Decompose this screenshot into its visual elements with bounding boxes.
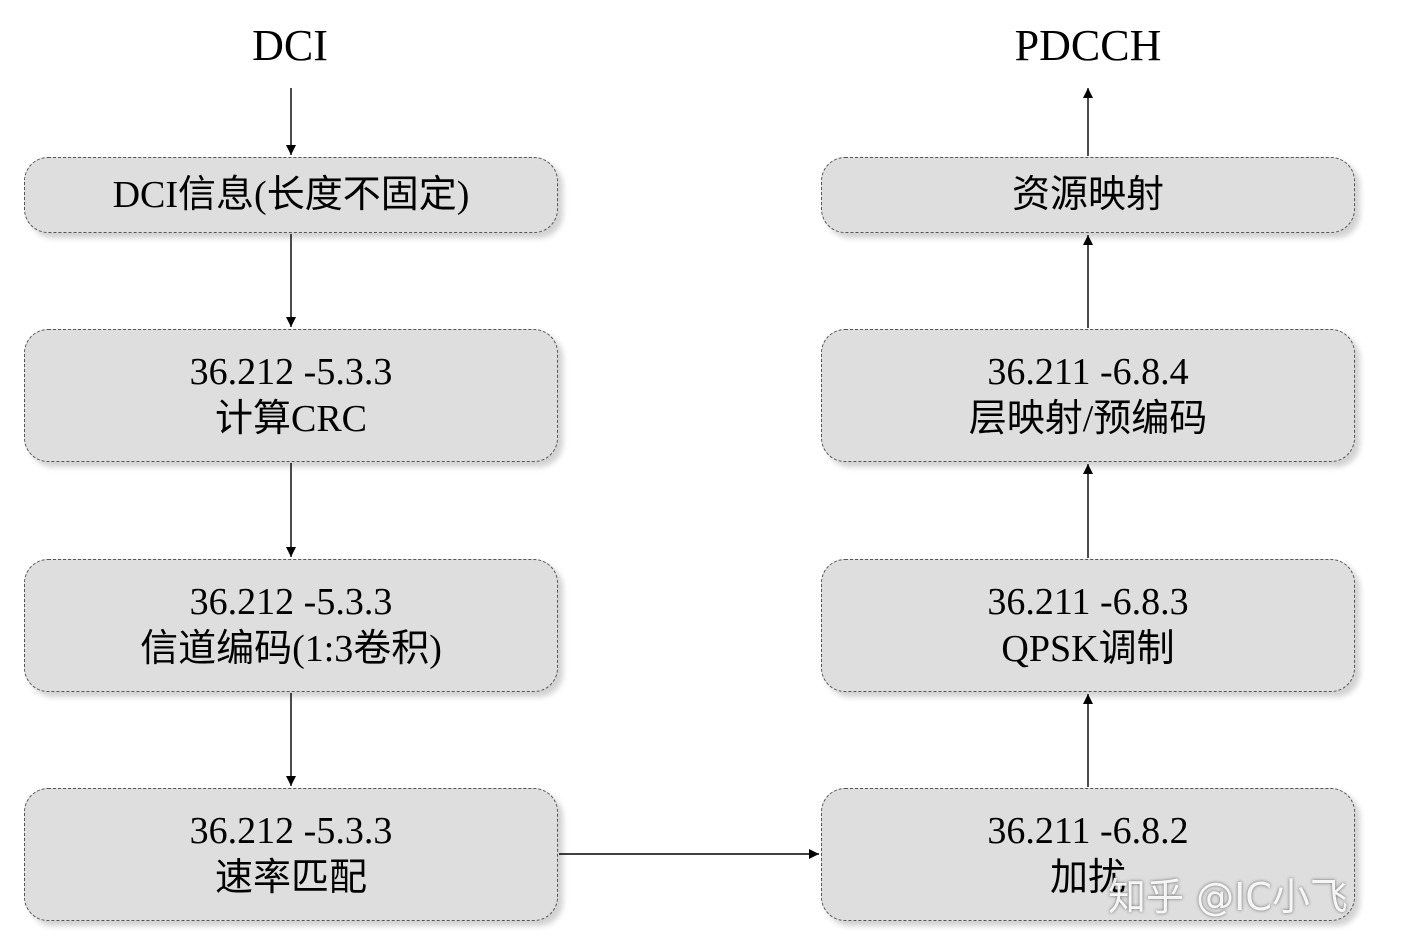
crc-step-label: 计算CRC [214, 397, 368, 440]
qpsk-step-label: QPSK调制 [1001, 627, 1175, 670]
qpsk-modulation-box: 36.211 -6.8.3 QPSK调制 [821, 559, 1355, 692]
rate-matching-box: 36.212 -5.3.3 速率匹配 [24, 788, 558, 921]
scrambling-box: 36.211 -6.8.2 加扰 [821, 788, 1355, 921]
input-label-dci: DCI [252, 21, 328, 70]
scrambling-step-label: 加扰 [1049, 856, 1126, 899]
rate-matching-step-label: 速率匹配 [214, 856, 367, 899]
resource-mapping-text: 资源映射 [1011, 173, 1164, 216]
output-label-pdcch: PDCCH [1014, 21, 1162, 70]
rate-matching-spec-ref: 36.212 -5.3.3 [189, 809, 393, 852]
layer-mapping-box: 36.211 -6.8.4 层映射/预编码 [821, 329, 1355, 462]
layer-mapping-spec-ref: 36.211 -6.8.4 [987, 350, 1189, 393]
qpsk-spec-ref: 36.211 -6.8.3 [987, 580, 1189, 623]
layer-mapping-step-label: 层映射/预编码 [968, 397, 1208, 440]
channel-coding-box: 36.212 -5.3.3 信道编码(1:3卷积) [24, 559, 558, 692]
resource-mapping-box: 资源映射 [821, 157, 1355, 233]
crc-spec-ref: 36.212 -5.3.3 [189, 350, 393, 393]
dci-info-box: DCI信息(长度不固定) [24, 157, 558, 233]
channel-coding-spec-ref: 36.212 -5.3.3 [189, 580, 393, 623]
zhihu-watermark: 知乎 @IC小飞 [1108, 875, 1348, 919]
dci-info-text: DCI信息(长度不固定) [112, 173, 470, 216]
channel-coding-step-label: 信道编码(1:3卷积) [140, 627, 442, 670]
scrambling-spec-ref: 36.211 -6.8.2 [987, 809, 1189, 852]
crc-box: 36.212 -5.3.3 计算CRC [24, 329, 558, 462]
